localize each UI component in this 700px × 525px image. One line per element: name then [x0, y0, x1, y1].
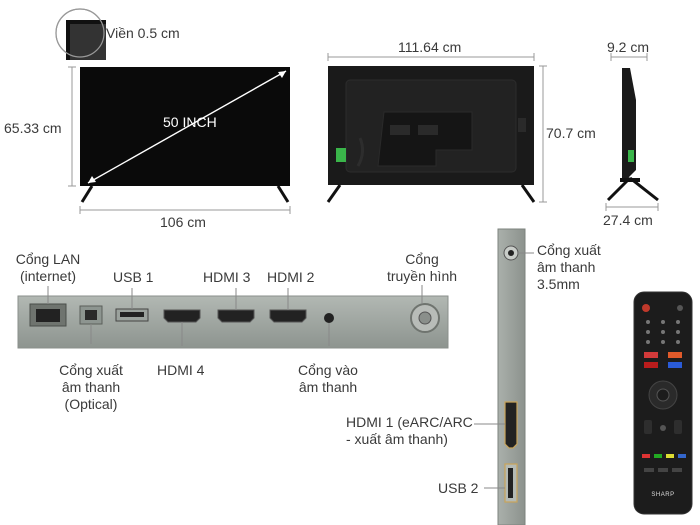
- side-depth-base-label: 27.4 cm: [603, 212, 653, 228]
- front-height-label: 65.33 cm: [4, 120, 62, 136]
- port-optical-label: Cổng xuất âm thanh (Optical): [48, 362, 134, 413]
- port-audio-in-label-line1: Cổng vào: [298, 362, 358, 378]
- back-height-label: 70.7 cm: [546, 125, 596, 141]
- port-hdmi4-label: HDMI 4: [157, 362, 205, 378]
- remote-brand: SHARP: [651, 492, 675, 498]
- side-audio-out-label-line2: âm thanh: [537, 259, 596, 275]
- port-lan-label: Cổng LAN (internet): [8, 251, 88, 285]
- side-hdmi1-label-line1: HDMI 1 (eARC/ARC: [346, 414, 473, 430]
- port-audio-in-label: Cổng vào âm thanh: [285, 362, 371, 396]
- side-depth-top-label: 9.2 cm: [607, 39, 650, 55]
- side-usb2-label: USB 2: [438, 480, 479, 496]
- back-width-label: 111.64 cm: [398, 39, 462, 55]
- port-lan-label-line2: (internet): [19, 268, 77, 284]
- side-hdmi1-label-line2: - xuất âm thanh): [346, 431, 448, 447]
- port-optical-label-line2: âm thanh: [61, 379, 121, 395]
- port-lan-label-line1: Cổng LAN: [15, 251, 81, 267]
- front-width-label: 106 cm: [160, 214, 206, 230]
- port-hdmi3-label: HDMI 3: [203, 269, 251, 285]
- port-hdmi2-label: HDMI 2: [267, 269, 315, 285]
- port-antenna-label: Cổng truyền hình: [375, 251, 469, 285]
- screen-size-label: 50 INCH: [163, 114, 217, 130]
- port-audio-in-label-line2: âm thanh: [298, 379, 358, 395]
- port-optical-label-line1: Cổng xuất: [59, 362, 123, 378]
- port-optical-label-line3: (Optical): [64, 396, 118, 412]
- side-audio-out-label-line1: Cổng xuất: [537, 242, 601, 258]
- port-usb1-label: USB 1: [113, 269, 154, 285]
- side-hdmi1-label: HDMI 1 (eARC/ARC - xuất âm thanh): [346, 414, 473, 448]
- side-audio-out-label: Cổng xuất âm thanh 3.5mm: [537, 242, 601, 293]
- tv-front-screen: [80, 67, 290, 186]
- side-audio-out-label-line3: 3.5mm: [537, 276, 580, 292]
- bezel-label: Viền 0.5 cm: [106, 25, 180, 41]
- port-antenna-label-line2: truyền hình: [386, 268, 458, 284]
- port-antenna-label-line1: Cổng: [405, 251, 439, 267]
